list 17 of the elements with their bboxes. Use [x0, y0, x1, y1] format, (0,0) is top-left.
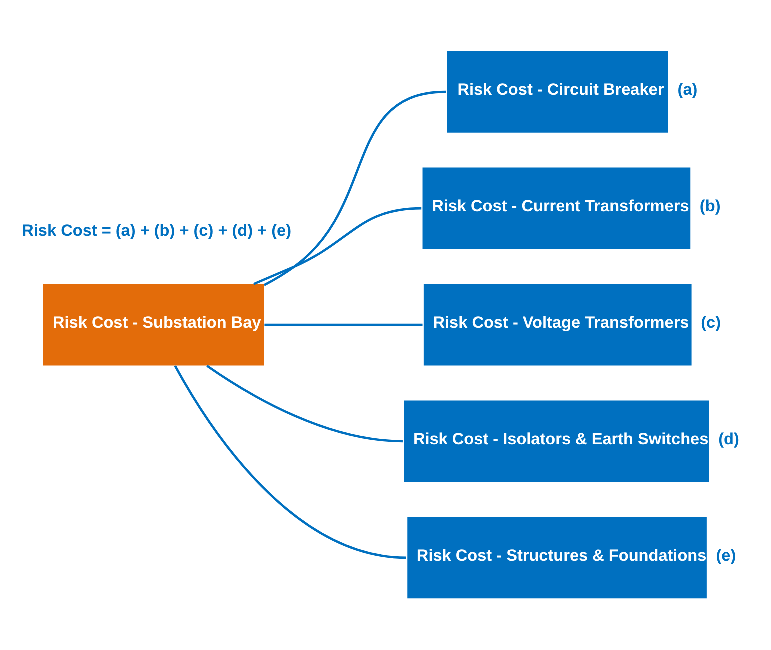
node-label: (a) — [678, 81, 698, 100]
node-label: (e) — [716, 547, 736, 566]
connector — [254, 207, 422, 286]
connector — [174, 366, 407, 560]
connector — [264, 90, 446, 286]
node-box: Risk Cost - Circuit Breaker — [447, 51, 668, 133]
node-label: (b) — [700, 198, 721, 216]
node-box: Risk Cost - Current Transformers — [422, 168, 691, 250]
connector — [264, 324, 423, 326]
node-label: (c) — [701, 314, 722, 332]
label: Risk Cost = (a) + (b) + (c) + (d) + (e) — [22, 222, 292, 240]
node-box: Risk Cost - Substation Bay — [43, 284, 264, 366]
node-box: Risk Cost - Isolators & Earth Switches — [404, 400, 710, 482]
node-box: Risk Cost - Structures & Foundations — [408, 517, 707, 599]
node-box: Risk Cost - Voltage Transformers — [424, 284, 692, 366]
node-label: (d) — [718, 430, 740, 449]
connector — [206, 365, 404, 443]
